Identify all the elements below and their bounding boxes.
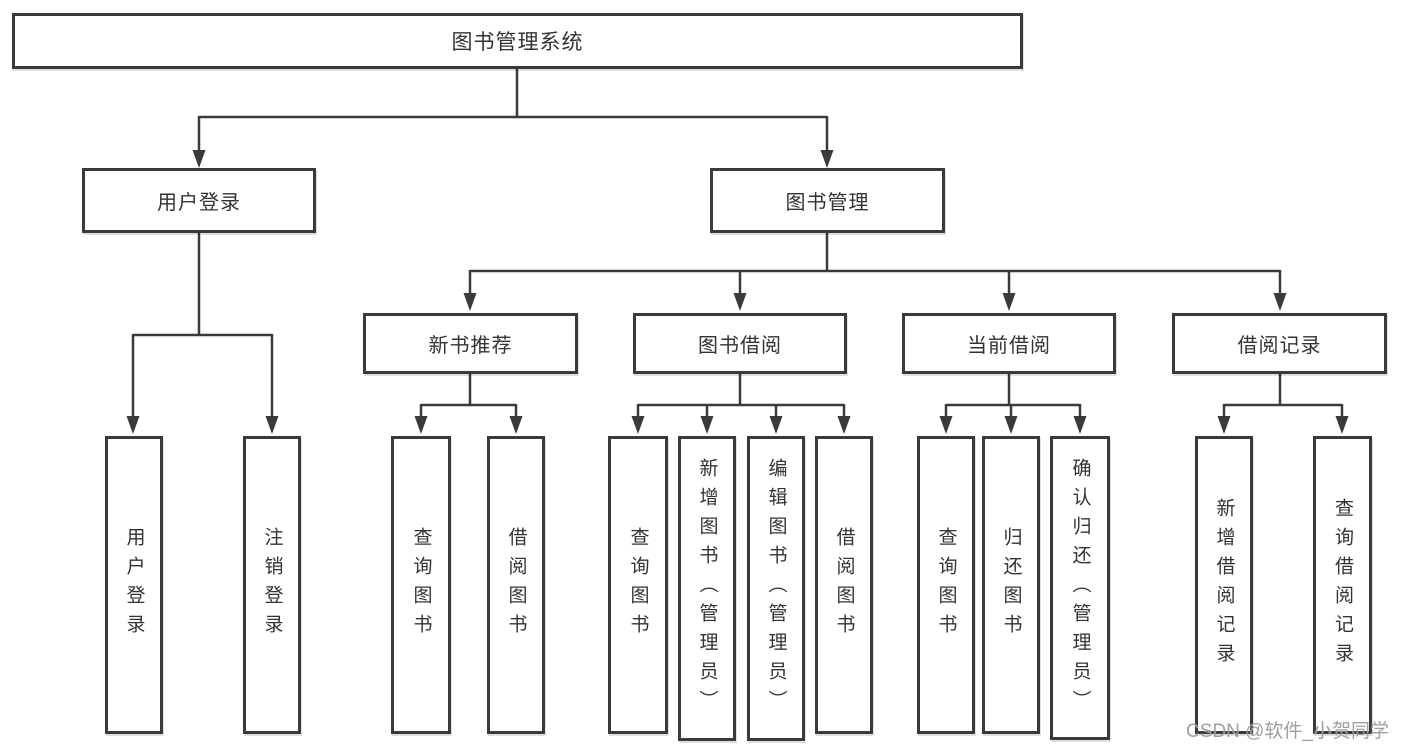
arrowhead: [1335, 416, 1349, 434]
node-book-management: 图书管理: [710, 168, 945, 233]
arrowhead: [463, 293, 477, 311]
leaf-label: 归还图书: [1000, 527, 1022, 643]
connector-book-borrow-branch: [631, 374, 851, 434]
node-user-login: 用户登录: [82, 168, 316, 233]
leaf-query-borrow-record: 查询借阅记录: [1313, 436, 1372, 734]
leaf-label: 确认归还（管理员）: [1069, 457, 1091, 719]
arrowhead: [700, 416, 714, 434]
connector-root-to-level2: [192, 69, 834, 168]
arrowhead: [733, 293, 747, 311]
connector-current-borrow-branch: [939, 374, 1087, 434]
leaf-borrow-books-recommend: 借阅图书: [487, 436, 545, 734]
csdn-watermark: CSDN @软件_小贺同学: [1186, 721, 1389, 742]
leaf-add-books-admin: 新增图书（管理员）: [678, 436, 736, 741]
connector-book-mgmt-branch: [463, 233, 1287, 311]
arrowhead: [265, 416, 279, 434]
arrowhead: [192, 150, 206, 168]
leaf-label: 注销登录: [261, 527, 283, 643]
node-new-book-recommendation: 新书推荐: [363, 313, 578, 374]
arrowhead: [631, 416, 645, 434]
leaf-logout-login: 注销登录: [243, 436, 301, 734]
leaf-label: 查询图书: [935, 527, 957, 643]
leaf-query-books-current: 查询图书: [917, 436, 975, 734]
leaf-add-borrow-record: 新增借阅记录: [1195, 436, 1253, 734]
arrowhead: [1273, 293, 1287, 311]
arrowhead: [509, 416, 523, 434]
arrowhead: [820, 150, 834, 168]
leaf-user-login: 用户登录: [105, 436, 163, 734]
node-library-management-system: 图书管理系统: [12, 13, 1023, 69]
leaf-label: 查询图书: [627, 527, 649, 643]
leaf-label: 查询图书: [410, 527, 432, 643]
connector-borrow-records-branch: [1217, 374, 1349, 434]
leaf-label: 查询借阅记录: [1332, 498, 1353, 672]
arrowhead: [414, 416, 428, 434]
leaf-borrow-books: 借阅图书: [815, 436, 873, 734]
leaf-return-books: 归还图书: [982, 436, 1040, 734]
arrowhead: [1002, 293, 1016, 311]
arrowhead: [1004, 416, 1018, 434]
node-borrowing-records: 借阅记录: [1172, 313, 1387, 374]
leaf-query-books-borrow: 查询图书: [608, 436, 668, 734]
leaf-label: 编辑图书（管理员）: [765, 458, 787, 719]
leaf-label: 用户登录: [123, 527, 145, 643]
leaf-query-books-recommend: 查询图书: [391, 436, 451, 734]
arrowhead: [1217, 416, 1231, 434]
arrowhead: [837, 416, 851, 434]
leaf-edit-books-admin: 编辑图书（管理员）: [747, 436, 805, 741]
leaf-confirm-return-admin: 确认归还（管理员）: [1050, 436, 1110, 740]
leaf-label: 借阅图书: [505, 527, 527, 643]
connector-user-login-branch: [126, 233, 279, 434]
node-book-borrowing: 图书借阅: [633, 313, 847, 374]
leaf-label: 新增借阅记录: [1213, 498, 1235, 672]
arrowhead: [126, 416, 140, 434]
arrowhead: [769, 416, 783, 434]
arrowhead: [1073, 416, 1087, 434]
leaf-label: 借阅图书: [833, 527, 855, 643]
connector-new-book-branch: [414, 374, 523, 434]
node-current-borrowing: 当前借阅: [902, 313, 1116, 374]
leaf-label: 新增图书（管理员）: [696, 458, 718, 719]
arrowhead: [939, 416, 953, 434]
